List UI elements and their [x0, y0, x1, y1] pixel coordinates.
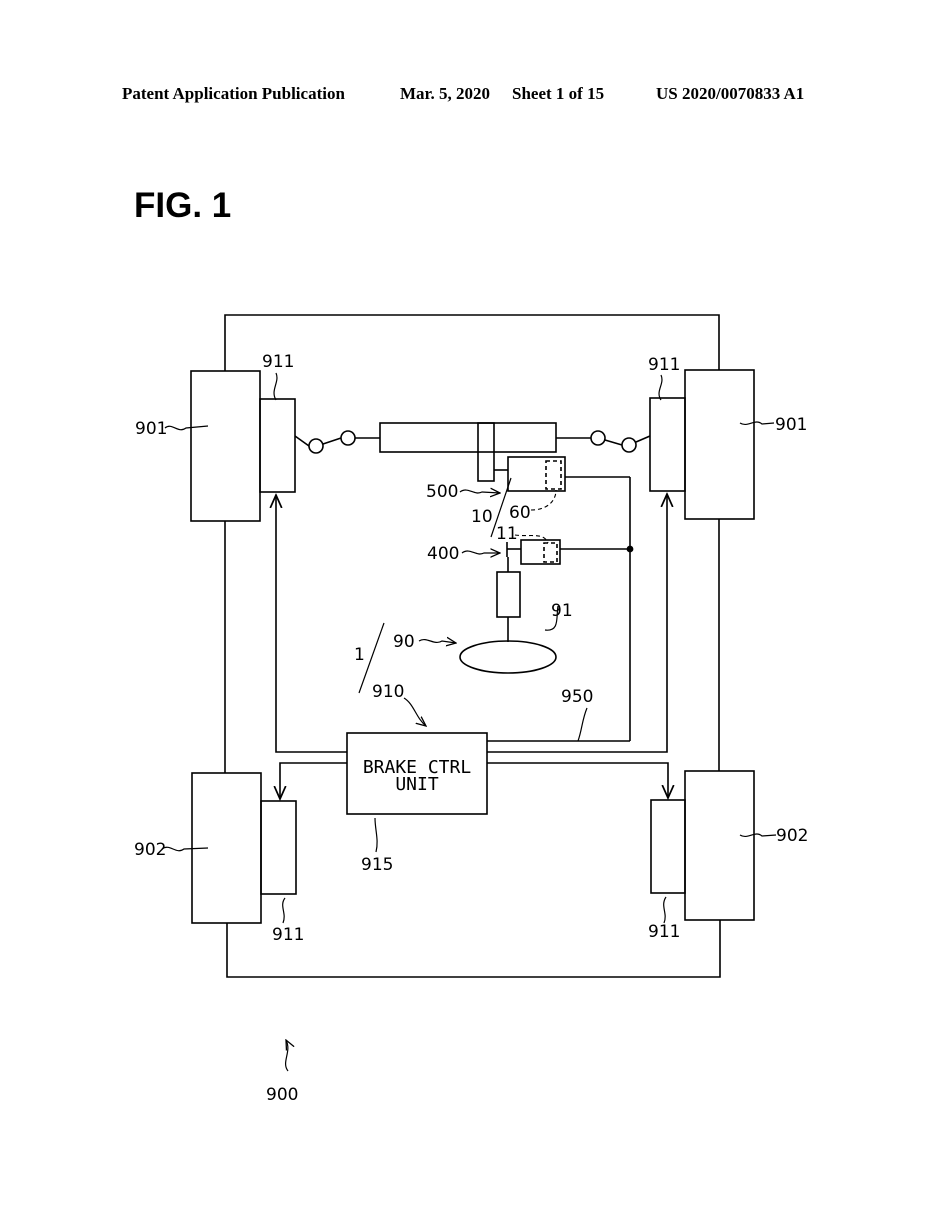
- label-ref-11: 11: [496, 524, 518, 544]
- unit-500-motor: [507, 456, 566, 492]
- front-right-brake: [649, 397, 686, 492]
- tie-rod-joint: [340, 430, 356, 446]
- front-right-wheel: [684, 369, 755, 520]
- label-ref-91: 91: [551, 601, 573, 621]
- label-rear-wheel-right: 902: [776, 826, 808, 846]
- signal-line-front-left: [276, 495, 347, 753]
- label-ref-910: 910: [372, 682, 404, 702]
- brake-control-unit: [346, 732, 488, 815]
- rear-right-wheel: [684, 770, 755, 921]
- vehicle-frame-top: [224, 314, 720, 371]
- label-rear-wheel-left: 902: [134, 840, 166, 860]
- label-brake-front-right: 911: [648, 355, 680, 375]
- sheet-number: Sheet 1 of 15: [512, 84, 605, 103]
- label-ref-10: 10: [471, 507, 493, 527]
- signal-line-rear-left: [280, 762, 347, 799]
- label-ref-915: 915: [361, 855, 393, 875]
- label-ref-90: 90: [393, 632, 415, 652]
- front-left-brake: [259, 398, 296, 493]
- label-brake-rear-left: 911: [272, 925, 304, 945]
- figure-title: FIG. 1: [134, 186, 232, 225]
- signal-line-rear-right: [487, 762, 668, 798]
- vehicle-frame-bottom: [226, 920, 721, 978]
- steering-rack: [379, 422, 557, 453]
- tie-rod-joint: [621, 437, 637, 453]
- steering-wheel: [459, 640, 557, 674]
- control-unit-title-line1: BRAKE CTRL: [363, 757, 472, 778]
- label-brake-front-left: 911: [262, 352, 294, 372]
- label-ref-60: 60: [509, 503, 531, 523]
- label-vehicle-900: 900: [266, 1085, 298, 1105]
- rear-right-brake: [650, 799, 686, 894]
- label-ref-1: 1: [354, 645, 365, 665]
- label-front-wheel-right: 901: [775, 415, 807, 435]
- label-ref-950: 950: [561, 687, 593, 707]
- page-header: Patent Application Publication Mar. 5, 2…: [0, 84, 952, 106]
- tie-rod-joint: [590, 430, 606, 446]
- publication-label: Patent Application Publication: [122, 84, 345, 103]
- patent-number: US 2020/0070833 A1: [656, 84, 805, 103]
- unit-500-sensor: [545, 460, 562, 490]
- label-unit-500: 500: [426, 482, 458, 502]
- control-unit-title-line2: UNIT: [395, 774, 439, 795]
- publication-date: Mar. 5, 2020: [400, 84, 491, 103]
- unit-400-sensor: [543, 542, 558, 563]
- rack-pinion-housing: [477, 422, 495, 482]
- label-brake-rear-right: 911: [648, 922, 680, 942]
- steering-column: [496, 571, 521, 618]
- front-left-wheel: [190, 370, 261, 522]
- signal-line-front-right: [487, 494, 667, 753]
- rear-left-brake: [260, 800, 297, 895]
- label-front-wheel-left: 901: [135, 419, 167, 439]
- tie-rod-joint: [308, 438, 324, 454]
- label-unit-400: 400: [427, 544, 459, 564]
- unit-400-body: [520, 539, 561, 565]
